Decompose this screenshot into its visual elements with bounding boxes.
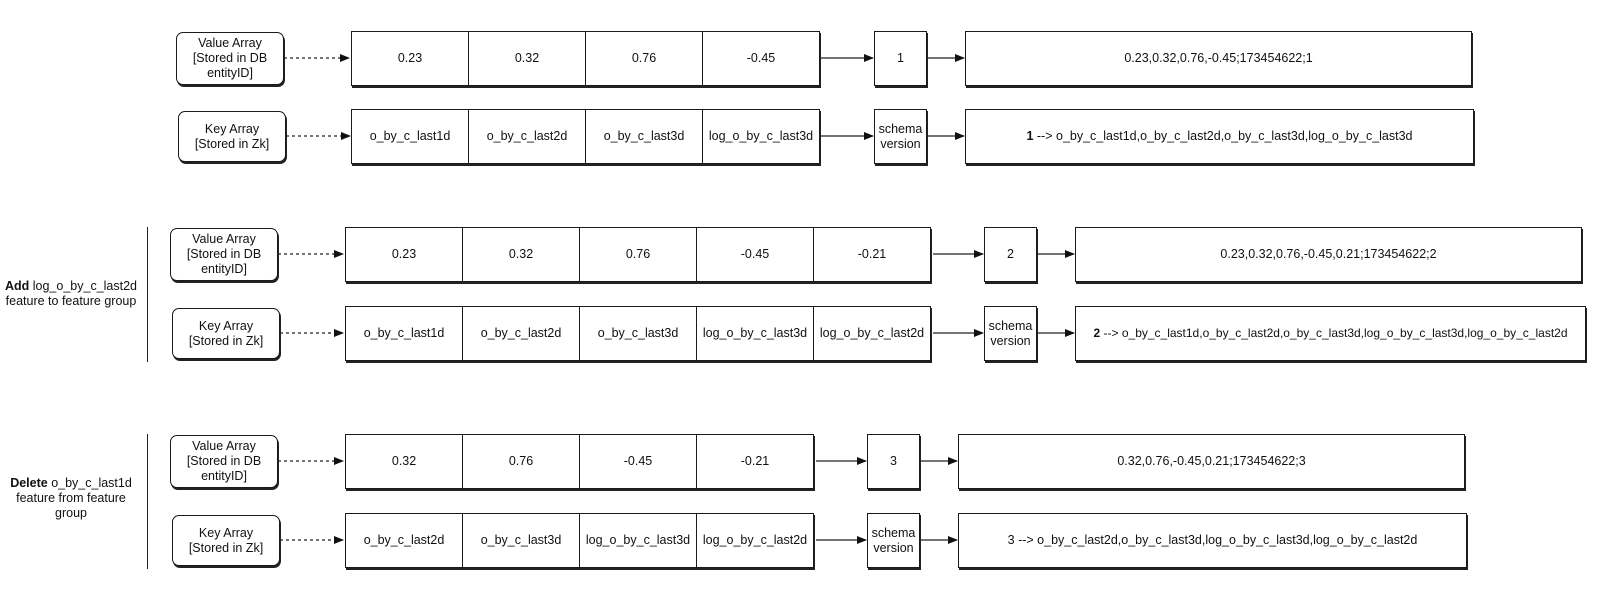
key-array-label: Key Array [Stored in Zk] (178, 111, 286, 162)
change-description: Delete o_by_c_last1d feature from featur… (0, 476, 142, 521)
key-result-text: --> o_by_c_last1d,o_by_c_last2d,o_by_c_l… (1033, 129, 1413, 143)
value-cell: -0.45 (579, 434, 697, 489)
schema-version-box: schema version (874, 109, 927, 164)
group-divider-line (147, 227, 148, 362)
value-cell: 0.23 (345, 227, 463, 282)
value-cell: 0.32 (462, 227, 580, 282)
value-result-box: 0.32,0.76,-0.45,0.21;173454622;3 (958, 434, 1465, 489)
value-result-box: 0.23,0.32,0.76,-0.45;173454622;1 (965, 31, 1472, 86)
key-cell: log_o_by_c_last3d (696, 306, 814, 361)
schema-version-box: schema version (984, 306, 1037, 361)
value-result-box: 0.23,0.32,0.76,-0.45,0.21;173454622;2 (1075, 227, 1582, 282)
version-box: 3 (867, 434, 920, 489)
value-cell: -0.21 (813, 227, 931, 282)
value-array-label: Value Array [Stored in DB entityID] (170, 435, 278, 488)
key-result-box: 2 --> o_by_c_last1d,o_by_c_last2d,o_by_c… (1075, 306, 1586, 361)
key-cell: o_by_c_last1d (351, 109, 469, 164)
key-result-box: 1 --> o_by_c_last1d,o_by_c_last2d,o_by_c… (965, 109, 1474, 164)
change-description: Add log_o_by_c_last2d feature to feature… (0, 279, 142, 309)
value-cell: 0.32 (345, 434, 463, 489)
version-box: 1 (874, 31, 927, 86)
value-cell: 0.76 (579, 227, 697, 282)
schema-version-box: schema version (867, 513, 920, 568)
group-divider-line (147, 434, 148, 569)
value-cell: 0.23 (351, 31, 469, 86)
key-result-box: 3 --> o_by_c_last2d,o_by_c_last3d,log_o_… (958, 513, 1467, 568)
key-cell: log_o_by_c_last3d (702, 109, 820, 164)
change-action: Delete (10, 476, 48, 490)
key-result-text: --> o_by_c_last1d,o_by_c_last2d,o_by_c_l… (1100, 326, 1568, 340)
key-cell: o_by_c_last2d (468, 109, 586, 164)
change-text: o_by_c_last1d feature from feature group (16, 476, 136, 520)
change-text: log_o_by_c_last2d feature to feature gro… (5, 279, 141, 308)
key-cell: o_by_c_last3d (462, 513, 580, 568)
key-cell: o_by_c_last3d (579, 306, 697, 361)
key-cell: log_o_by_c_last2d (696, 513, 814, 568)
value-array-label: Value Array [Stored in DB entityID] (176, 32, 284, 85)
key-result-version: 1 (1026, 129, 1034, 143)
version-box: 2 (984, 227, 1037, 282)
key-array-label: Key Array [Stored in Zk] (172, 308, 280, 359)
key-cell: log_o_by_c_last3d (579, 513, 697, 568)
change-action: Add (4, 279, 30, 293)
value-array-label: Value Array [Stored in DB entityID] (170, 228, 278, 281)
key-cell: log_o_by_c_last2d (813, 306, 931, 361)
value-cell: 0.32 (468, 31, 586, 86)
key-cell: o_by_c_last2d (345, 513, 463, 568)
value-cell: -0.45 (696, 227, 814, 282)
value-cell: -0.21 (696, 434, 814, 489)
key-array-label: Key Array [Stored in Zk] (172, 515, 280, 566)
value-cell: -0.45 (702, 31, 820, 86)
value-cell: 0.76 (585, 31, 703, 86)
key-cell: o_by_c_last3d (585, 109, 703, 164)
key-cell: o_by_c_last2d (462, 306, 580, 361)
value-cell: 0.76 (462, 434, 580, 489)
key-cell: o_by_c_last1d (345, 306, 463, 361)
key-result-version: 2 (1093, 326, 1101, 340)
